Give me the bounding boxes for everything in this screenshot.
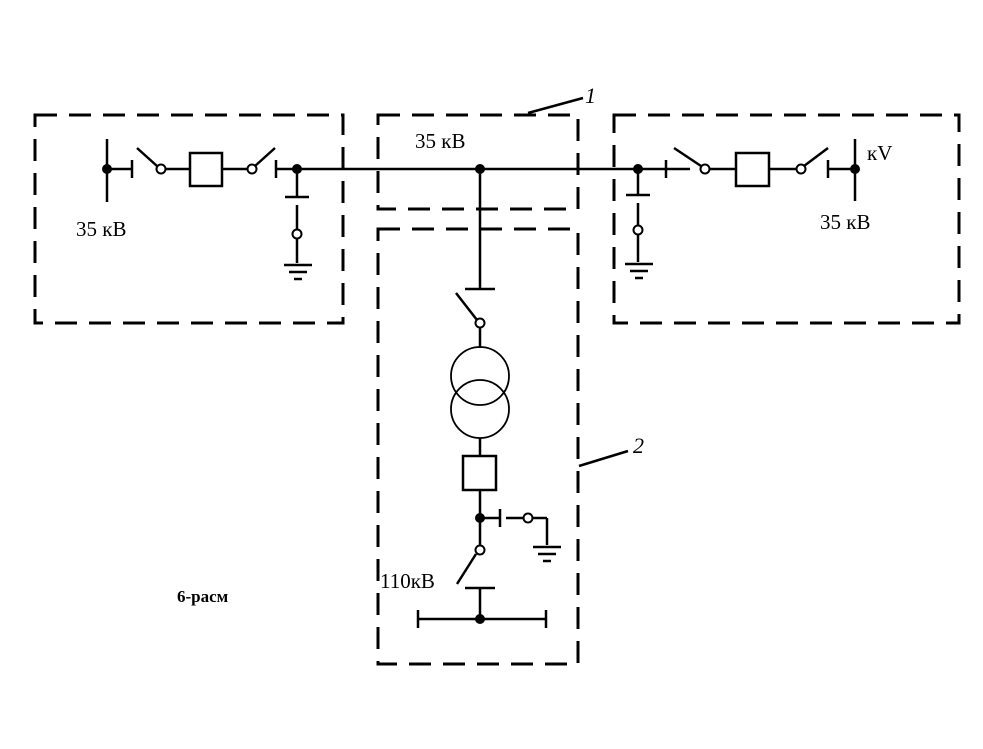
power-transformer-icon xyxy=(450,346,510,439)
right-voltage-label: 35 кВ xyxy=(820,210,870,234)
transformer-disconnector xyxy=(455,292,478,321)
callout-1-leader xyxy=(527,96,584,115)
left-disconnector-1 xyxy=(136,147,158,167)
transformer-ground-icon xyxy=(533,545,561,563)
transformer-breaker xyxy=(461,454,498,492)
busbar-dashed-region xyxy=(376,113,580,211)
bottom-voltage-label: 110кВ xyxy=(380,569,435,593)
callout-2-leader xyxy=(578,449,629,468)
left-disconnector-2 xyxy=(254,147,276,167)
busbar-voltage-label: 35 кВ xyxy=(415,129,465,153)
busbar-110kv xyxy=(416,610,548,628)
right-breaker xyxy=(734,151,771,188)
callout-2-label: 2 xyxy=(633,433,644,458)
lower-disconnector xyxy=(455,553,478,585)
transformer-feeder xyxy=(416,169,561,628)
left-ground-icon xyxy=(284,263,312,281)
left-voltage-label: 35 кВ xyxy=(76,217,126,241)
callout-1-label: 1 xyxy=(585,83,596,108)
left-feeder xyxy=(102,139,312,281)
right-disconnector-1 xyxy=(673,146,702,168)
transformer-dashed-region xyxy=(376,227,580,666)
right-disconnector-2 xyxy=(803,147,829,167)
left-dashed-region xyxy=(33,113,345,325)
right-ground-icon xyxy=(625,262,653,280)
right-dashed-region xyxy=(612,113,961,325)
label-cover xyxy=(860,160,920,172)
left-breaker xyxy=(188,151,224,188)
figure-caption: 6-расм xyxy=(177,587,229,606)
right-feeder xyxy=(625,139,860,280)
